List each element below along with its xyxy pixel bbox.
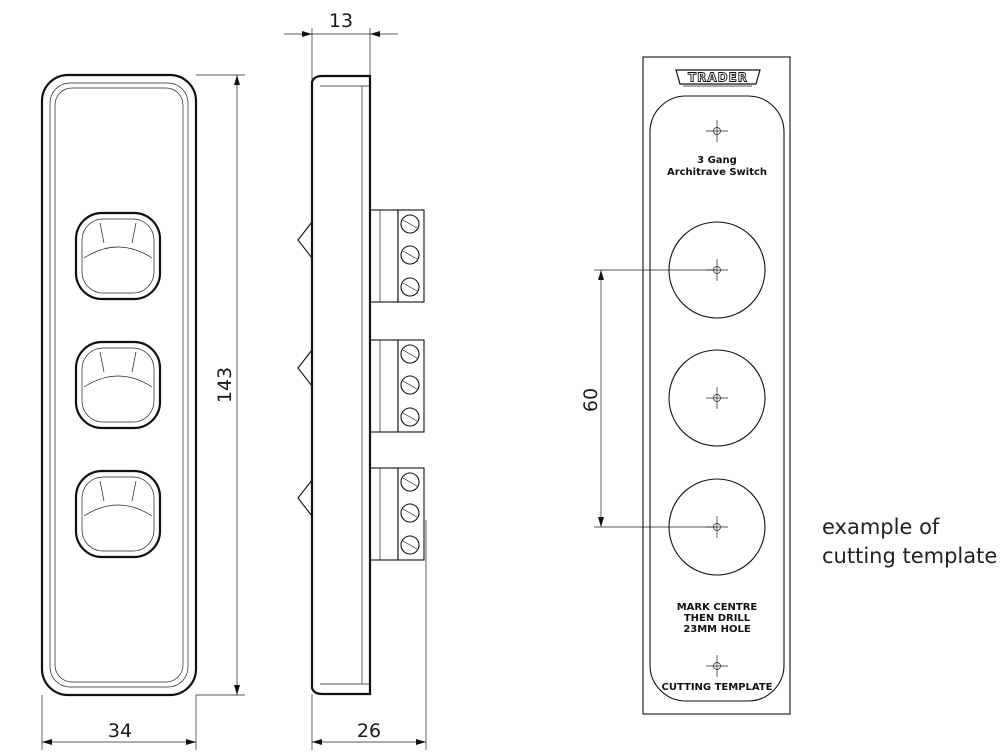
template-footer: CUTTING TEMPLATE bbox=[661, 682, 772, 693]
instruction-line2: THEN DRILL bbox=[684, 613, 751, 624]
depth-dimension-label: 13 bbox=[329, 10, 353, 32]
bottom-mount-mark bbox=[706, 655, 728, 677]
top-mount-mark bbox=[706, 120, 728, 142]
side-view: 13 26 bbox=[284, 10, 427, 750]
cutting-template: TRADER 3 Gang Architrave Switch bbox=[580, 56, 791, 715]
instruction-line1: MARK CENTRE bbox=[677, 602, 758, 613]
side-mechanism-3 bbox=[369, 467, 425, 561]
instruction-line3: 23MM HOLE bbox=[683, 624, 751, 635]
template-sheet bbox=[642, 56, 791, 715]
total-depth-dimension: 26 bbox=[311, 520, 427, 750]
side-mechanism-2 bbox=[369, 339, 425, 433]
front-plate-inset bbox=[54, 87, 184, 683]
total-depth-dimension-label: 26 bbox=[357, 720, 381, 742]
front-switch-1 bbox=[74, 211, 162, 301]
front-plate-inner-edge bbox=[49, 82, 189, 688]
template-title-line1: 3 Gang bbox=[697, 155, 737, 166]
drill-circle-2 bbox=[668, 349, 766, 447]
brand-logo: TRADER bbox=[675, 69, 761, 87]
hole-spacing-dimension: 60 bbox=[580, 269, 717, 528]
side-mechanism-1 bbox=[369, 209, 425, 303]
brand-logo-text: TRADER bbox=[688, 71, 748, 85]
width-dimension: 34 bbox=[41, 695, 197, 750]
height-dimension: 143 bbox=[196, 74, 245, 696]
caption-line2: cutting template bbox=[822, 544, 998, 568]
front-switch-2 bbox=[74, 340, 162, 430]
front-switch-3 bbox=[74, 469, 162, 559]
height-dimension-label: 143 bbox=[214, 367, 236, 403]
side-plate-profile bbox=[310, 74, 372, 696]
template-title-line2: Architrave Switch bbox=[667, 167, 767, 178]
caption: example of cutting template bbox=[822, 513, 997, 571]
template-plate-outline bbox=[649, 95, 785, 702]
width-dimension-label: 34 bbox=[108, 720, 132, 742]
front-view: 143 34 bbox=[40, 73, 245, 750]
depth-dimension: 13 bbox=[284, 10, 398, 82]
front-plate-outline bbox=[40, 73, 198, 697]
hole-spacing-label: 60 bbox=[580, 388, 602, 412]
caption-line1: example of bbox=[822, 515, 940, 539]
